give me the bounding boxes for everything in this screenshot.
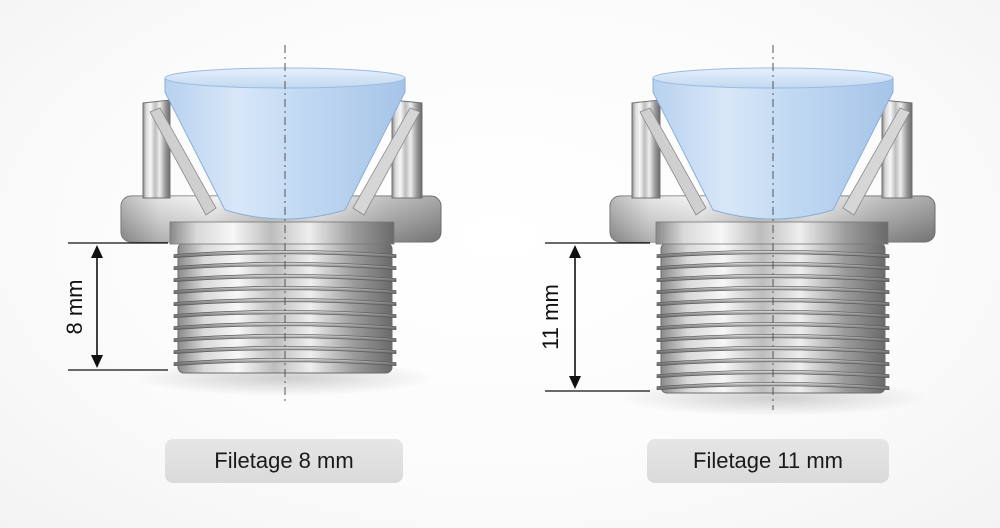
thread-ridge bbox=[656, 369, 890, 378]
thread-ridge bbox=[656, 381, 890, 390]
thread-ridge bbox=[173, 273, 397, 282]
thread-ridge bbox=[656, 309, 890, 318]
thread-ridge bbox=[656, 261, 890, 270]
thread-ridge bbox=[656, 357, 890, 366]
thread-ridge bbox=[173, 285, 397, 294]
thread-ridge bbox=[173, 297, 397, 306]
dimension-label-left: 8 mm bbox=[62, 280, 87, 335]
thread-ridge bbox=[656, 285, 890, 294]
dimension-label-right: 11 mm bbox=[538, 284, 563, 350]
thread-ridges-left bbox=[173, 249, 397, 366]
thread-ridge bbox=[173, 357, 397, 366]
thread-ridge bbox=[656, 321, 890, 330]
thread-ridges-right bbox=[656, 249, 890, 390]
dimension-right: 11 mm bbox=[538, 242, 650, 392]
housing-left bbox=[142, 99, 423, 216]
housing-right bbox=[631, 99, 913, 216]
thread-ridge bbox=[173, 309, 397, 318]
thread-ridge bbox=[656, 333, 890, 342]
fitting-right: 11 mm bbox=[538, 45, 936, 416]
thread-ridge bbox=[173, 321, 397, 330]
fitting-left: 8 mm bbox=[62, 45, 442, 405]
thread-ridge bbox=[656, 345, 890, 354]
thread-ridge bbox=[656, 273, 890, 282]
caption-left: Filetage 8 mm bbox=[165, 439, 403, 483]
thread-ridge bbox=[173, 249, 397, 258]
dimension-left: 8 mm bbox=[62, 242, 168, 371]
thread-body-left bbox=[173, 242, 397, 374]
thread-ridge bbox=[173, 261, 397, 270]
caption-right: Filetage 11 mm bbox=[647, 439, 889, 483]
thread-ridge bbox=[173, 333, 397, 342]
thread-ridge bbox=[173, 345, 397, 354]
thread-ridge bbox=[656, 297, 890, 306]
thread-ridge bbox=[656, 249, 890, 258]
